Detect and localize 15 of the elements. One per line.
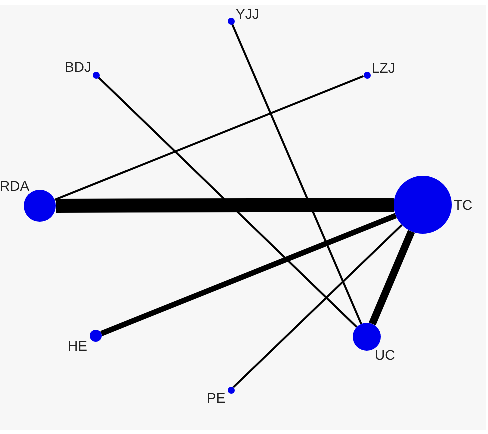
- network-line: [232, 224, 403, 388]
- node-label: YJJ: [236, 6, 260, 22]
- network-line: [56, 198, 394, 213]
- node-label: TC: [454, 197, 473, 213]
- network-line: [100, 213, 398, 336]
- network-line: [369, 230, 416, 326]
- node-label: LZJ: [372, 60, 396, 76]
- network-line: [231, 24, 362, 325]
- node-label: UC: [375, 347, 396, 363]
- node-label: HE: [68, 338, 88, 354]
- network-line: [98, 76, 358, 328]
- network-line: [54, 75, 364, 201]
- node-label: PE: [207, 390, 226, 406]
- node-label: RDA: [0, 178, 30, 194]
- node-label: BDJ: [65, 59, 92, 75]
